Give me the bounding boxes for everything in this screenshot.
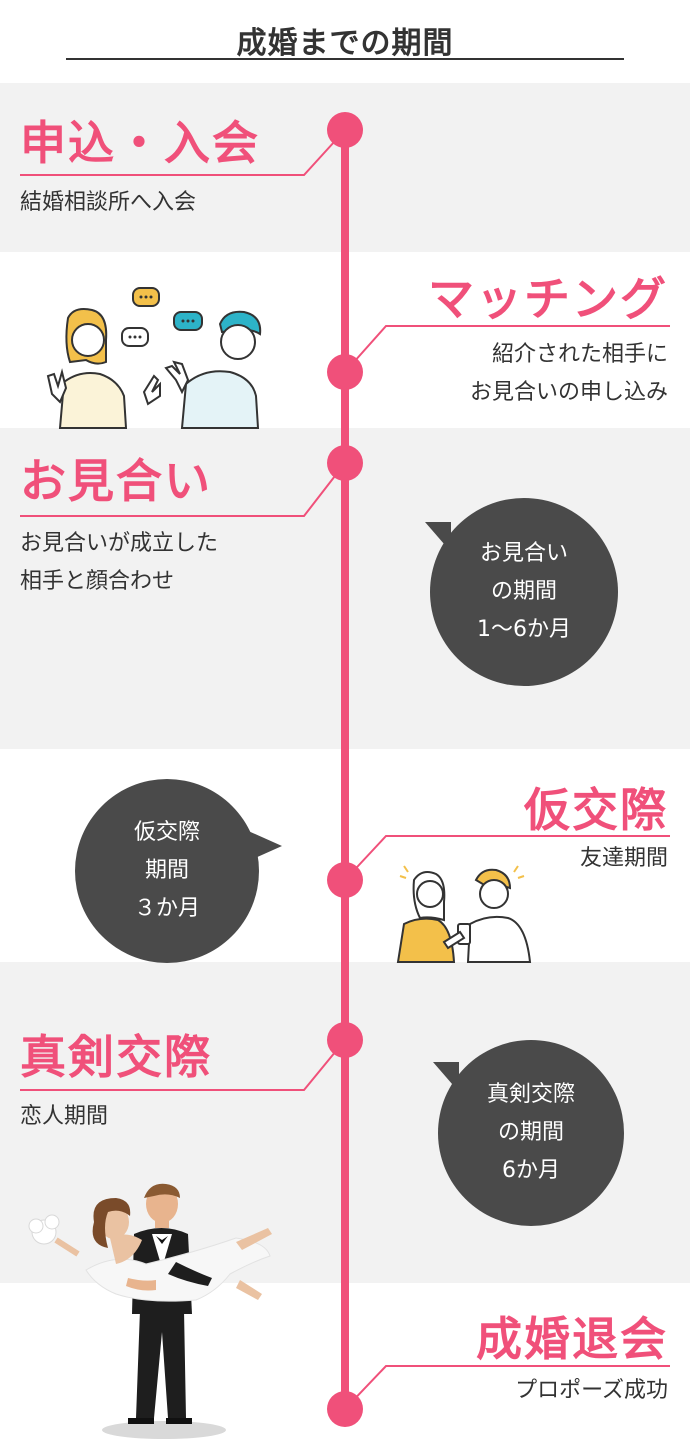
step-desc-karikousai: 友達期間: [579, 846, 668, 871]
step-desc-shinkenkousai: 恋人期間: [20, 1104, 109, 1129]
bubble-shinkenkousai-period: 真剣交際 の期間 6か月: [438, 1040, 624, 1226]
title-underline: [66, 58, 624, 60]
timeline-dot-3: [327, 445, 363, 481]
step-desc-seikon: プロポーズ成功: [515, 1378, 668, 1403]
couple-chatting-illustration: [46, 287, 262, 429]
couple-looking-at-phone-illustration: [396, 865, 532, 963]
timeline-dot-2: [327, 354, 363, 390]
step-desc-matching: 紹介された相手に お見合いの申し込み: [469, 342, 668, 405]
step-desc-omiai: お見合いが成立した 相手と顔合わせ: [20, 531, 219, 594]
timeline-dot-5: [327, 1022, 363, 1058]
bubble-karikousai-period: 仮交際 期間 ３か月: [75, 779, 259, 963]
timeline-dot-1: [327, 112, 363, 148]
timeline-dot-6: [327, 1391, 363, 1427]
groom-carrying-bride-illustration: [28, 1183, 272, 1439]
step-desc-apply: 結婚相談所へ入会: [20, 190, 197, 215]
step-title-shinkenkousai: 真剣交際: [20, 1030, 212, 1084]
timeline-line: [341, 128, 349, 1410]
step-title-matching: マッチング: [428, 272, 668, 326]
step-title-omiai: お見合い: [20, 454, 212, 508]
timeline-dot-4: [327, 862, 363, 898]
step-title-karikousai: 仮交際: [524, 783, 668, 837]
page-title: 成婚までの期間: [236, 26, 454, 61]
bubble-omiai-period: お見合い の期間 1〜6か月: [430, 498, 618, 686]
step-title-apply: 申込・入会: [20, 116, 260, 170]
step-title-seikon: 成婚退会: [476, 1312, 668, 1366]
